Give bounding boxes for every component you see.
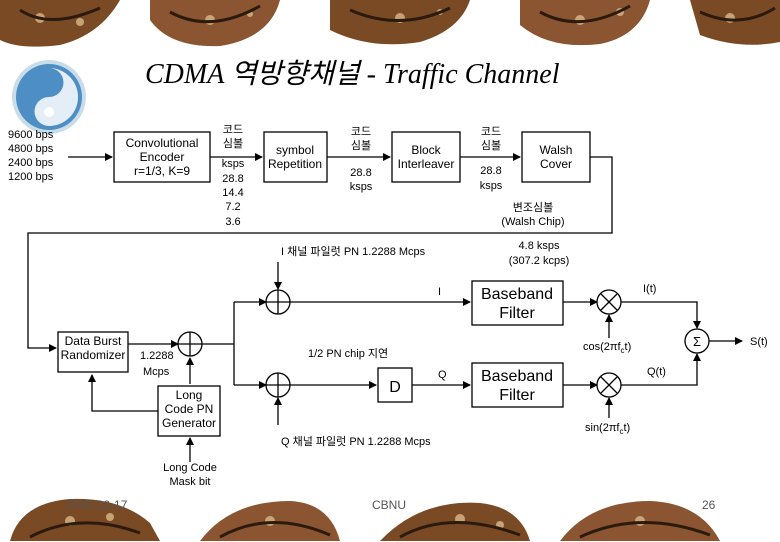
code-symbol-3-line1: 코드 (481, 126, 501, 138)
code-symbol-1-line1: 코드 (223, 124, 243, 136)
walsh-chip-line1: 변조심볼 (513, 201, 553, 214)
footer-org: CBNU (372, 498, 407, 512)
q-t-label: Q(t) (647, 366, 666, 378)
walsh-chip-line2: (Walsh Chip) (501, 216, 564, 228)
page-title: CDMA 역방향채널 - Traffic Channel (145, 59, 560, 90)
bb-q-line2: Filter (499, 387, 535, 404)
rates-1-14.4: 14.4 (222, 187, 243, 199)
wood-ornament-bottom (10, 498, 720, 541)
mcps-line2: Mcps (143, 366, 170, 378)
baseband-filter-i-block: Baseband Filter (471, 280, 564, 326)
mcps-line1: 1.2288 (140, 350, 174, 362)
rate-3-unit: ksps (480, 180, 503, 192)
code-symbol-1-line2: 심볼 (223, 137, 243, 150)
baseband-filter-q-block: Baseband Filter (471, 362, 564, 408)
longcode-line3: Generator (162, 416, 216, 430)
rates-1-unit: ksps (222, 158, 245, 170)
longcode-line1: Long (176, 388, 203, 402)
sin-label: sin(2πfct) (585, 422, 630, 436)
diagram-labels: 코드 심볼 ksps 28.8 14.4 7.2 3.6 코드 심볼 28.8 … (140, 124, 768, 488)
i-t-label: I(t) (643, 283, 656, 295)
long-mask-line1: Long Code (163, 462, 217, 474)
q-pilot-xor-icon (265, 372, 291, 398)
walsh-line1: Walsh (540, 143, 573, 157)
q-pilot-label: Q 채널 파일럿 PN 1.2288 Mcps (281, 434, 431, 448)
data-burst-randomizer-block: Data Burst Randomizer (57, 331, 129, 373)
input-rates: 9600 bps 4800 bps 2400 bps 1200 bps (8, 129, 54, 183)
conv-line1: Convolutional (126, 136, 199, 150)
input-rate-1200: 1200 bps (8, 171, 54, 183)
s-t-label: S(t) (750, 336, 768, 348)
code-symbol-2-line2: 심볼 (351, 139, 371, 152)
input-rate-4800: 4800 bps (8, 143, 54, 155)
bb-i-line2: Filter (499, 305, 535, 322)
long-code-xor-icon (177, 331, 203, 357)
bottom-decorative-border (10, 498, 720, 541)
conv-line2: Encoder (140, 150, 185, 164)
randomizer-line1: Data Burst (65, 334, 122, 348)
symrep-line2: Repetition (268, 157, 322, 171)
footer-date: 2000-10-17 (66, 498, 128, 512)
convolutional-encoder-block: Convolutional Encoder r=1/3, K=9 (113, 131, 211, 183)
input-rate-2400: 2400 bps (8, 157, 54, 169)
q-branch-label: Q (438, 369, 447, 381)
conv-line3: r=1/3, K=9 (134, 164, 190, 178)
i-pilot-label: I 채널 파일럿 PN 1.2288 Mcps (281, 244, 426, 258)
walsh-cover-block: Walsh Cover (521, 131, 591, 183)
rates-1-7.2: 7.2 (225, 201, 240, 213)
bb-i-line1: Baseband (481, 286, 553, 303)
half-chip-delay-block: D (377, 367, 413, 403)
randomizer-line2: Randomizer (61, 348, 126, 362)
rates-1-28.8: 28.8 (222, 173, 243, 185)
delay-label: D (389, 379, 401, 396)
rate-3-value: 28.8 (480, 165, 501, 177)
sum-symbol: Σ (693, 334, 701, 349)
symbol-repetition-block: symbol Repetition (263, 131, 328, 183)
long-code-pn-generator-block: Long Code PN Generator (157, 385, 221, 437)
footer-page-number: 26 (702, 498, 716, 512)
q-mixer-icon (596, 372, 622, 398)
i-pilot-xor-icon (265, 289, 291, 315)
symrep-line1: symbol (276, 143, 314, 157)
code-symbol-2-line1: 코드 (351, 126, 371, 138)
rates-1-3.6: 3.6 (225, 216, 240, 228)
bb-q-line1: Baseband (481, 368, 553, 385)
cos-label: cos(2πfct) (583, 341, 631, 355)
i-branch-label: I (438, 286, 441, 298)
logo-swirl-icon (12, 60, 86, 134)
walsh-rate-line2: (307.2 kcps) (509, 255, 570, 267)
walsh-line2: Cover (540, 157, 572, 171)
wood-ornament-top (0, 0, 780, 47)
interleaver-line2: Interleaver (398, 157, 455, 171)
top-decorative-border (0, 0, 780, 50)
longcode-line2: Code PN (165, 402, 214, 416)
rate-2-unit: ksps (350, 181, 373, 193)
rate-2-value: 28.8 (350, 167, 371, 179)
input-rate-9600: 9600 bps (8, 129, 54, 141)
half-chip-label: 1/2 PN chip 지연 (308, 347, 388, 360)
walsh-rate-line1: 4.8 ksps (519, 240, 560, 252)
code-symbol-3-line2: 심볼 (481, 139, 501, 152)
summer-icon: Σ (684, 328, 710, 354)
interleaver-line1: Block (411, 143, 441, 157)
block-interleaver-block: Block Interleaver (391, 131, 461, 183)
long-mask-line2: Mask bit (170, 476, 211, 488)
i-mixer-icon (596, 289, 622, 315)
